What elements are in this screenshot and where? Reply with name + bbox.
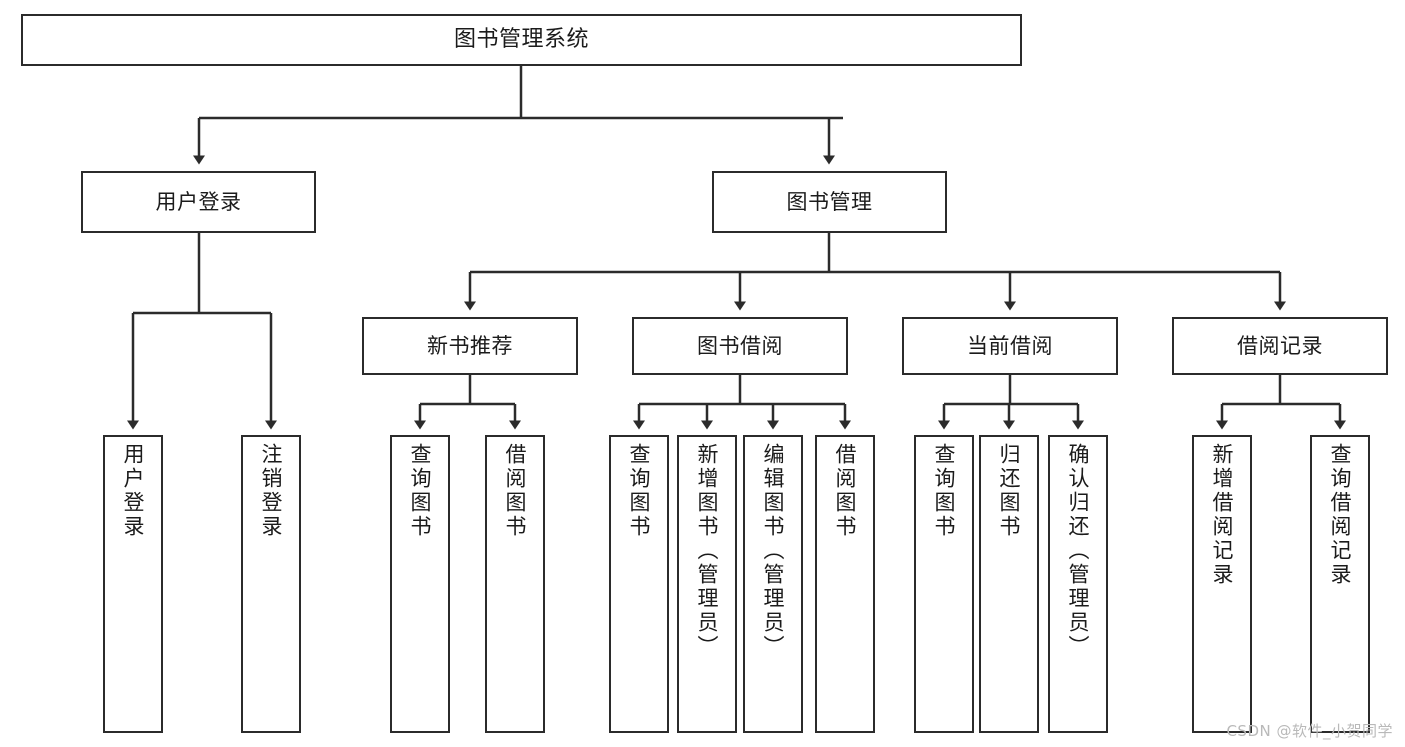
node-borrow-records[interactable]: 借阅记录: [1172, 317, 1388, 375]
node-label: 查询借阅记录: [1328, 443, 1353, 587]
leaf-add-book-admin[interactable]: 新增图书（管理员）: [677, 435, 737, 733]
node-new-book-recommend[interactable]: 新书推荐: [362, 317, 578, 375]
node-label: 借阅图书: [833, 443, 858, 539]
node-book-borrow[interactable]: 图书借阅: [632, 317, 848, 375]
node-root-system[interactable]: 图书管理系统: [21, 14, 1022, 66]
leaf-query-books-current[interactable]: 查询图书: [914, 435, 974, 733]
leaf-logout[interactable]: 注销登录: [241, 435, 301, 733]
node-label: 编辑图书（管理员）: [761, 443, 786, 659]
leaf-query-books-borrow[interactable]: 查询图书: [609, 435, 669, 733]
node-label: 查询图书: [627, 443, 652, 539]
node-label: 确认归还（管理员）: [1066, 443, 1091, 659]
node-user-login[interactable]: 用户登录: [81, 171, 316, 233]
node-label: 查询图书: [408, 443, 433, 539]
leaf-query-borrow-record[interactable]: 查询借阅记录: [1310, 435, 1370, 733]
leaf-borrow-books-recommend[interactable]: 借阅图书: [485, 435, 545, 733]
node-label: 图书管理系统: [453, 27, 589, 53]
csdn-watermark: CSDN @软件_小贺同学: [1226, 722, 1393, 740]
node-label: 新增图书（管理员）: [695, 443, 720, 659]
leaf-borrow-books[interactable]: 借阅图书: [815, 435, 875, 733]
node-label: 图书管理: [786, 189, 873, 214]
leaf-add-borrow-record[interactable]: 新增借阅记录: [1192, 435, 1252, 733]
node-label: 归还图书: [997, 443, 1022, 539]
node-label: 借阅记录: [1237, 333, 1323, 358]
node-label: 图书借阅: [697, 333, 783, 358]
node-current-borrow[interactable]: 当前借阅: [902, 317, 1118, 375]
leaf-edit-book-admin[interactable]: 编辑图书（管理员）: [743, 435, 803, 733]
node-label: 新书推荐: [427, 333, 513, 358]
leaf-user-login[interactable]: 用户登录: [103, 435, 163, 733]
leaf-confirm-return-admin[interactable]: 确认归还（管理员）: [1048, 435, 1108, 733]
node-book-management[interactable]: 图书管理: [712, 171, 947, 233]
leaf-query-books-recommend[interactable]: 查询图书: [390, 435, 450, 733]
node-label: 借阅图书: [503, 443, 528, 539]
node-label: 注销登录: [259, 443, 284, 539]
node-label: 当前借阅: [967, 333, 1053, 358]
node-label: 新增借阅记录: [1210, 443, 1235, 587]
node-label: 用户登录: [155, 189, 242, 214]
node-label: 用户登录: [121, 443, 146, 539]
node-label: 查询图书: [932, 443, 957, 539]
leaf-return-books[interactable]: 归还图书: [979, 435, 1039, 733]
